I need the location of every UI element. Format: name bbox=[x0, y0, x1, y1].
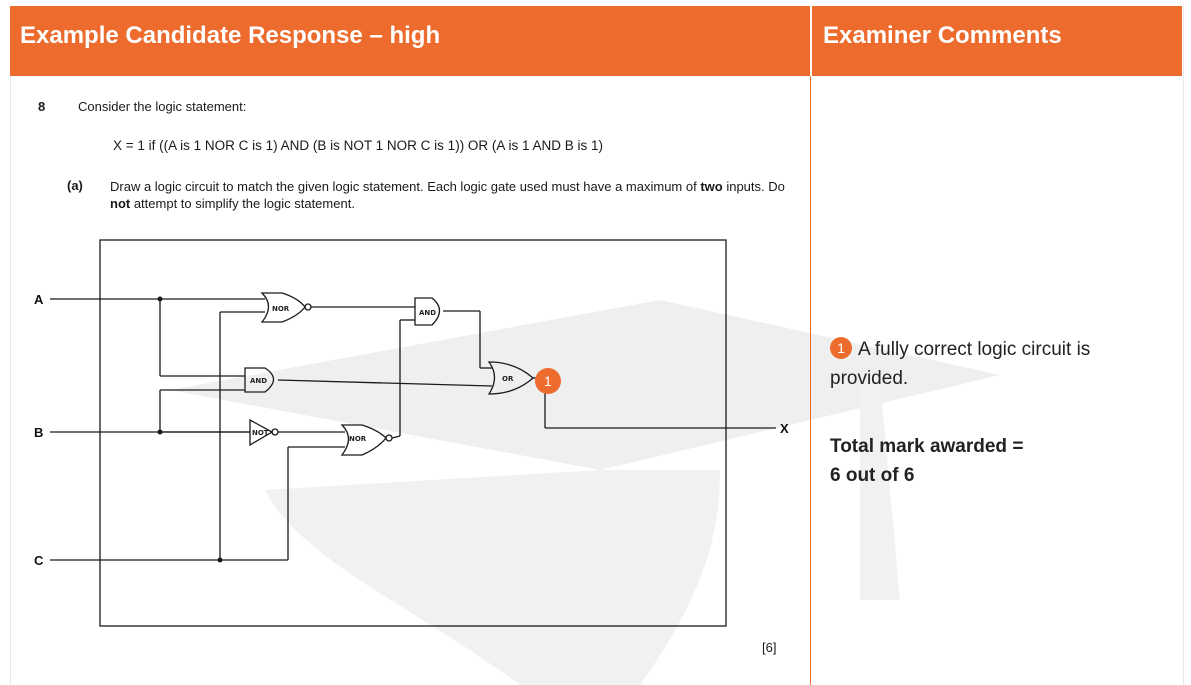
page-frame bbox=[10, 6, 1184, 685]
part-text-bold-1: two bbox=[700, 179, 723, 194]
part-text-1: Draw a logic circuit to match the given … bbox=[110, 179, 701, 194]
input-label-c: C bbox=[34, 553, 44, 568]
annotation-marker-number: 1 bbox=[544, 373, 552, 389]
part-text-2: inputs. Do bbox=[722, 179, 785, 194]
column-divider bbox=[810, 76, 811, 685]
header-bar bbox=[10, 6, 1182, 76]
gate-label-and-top: AND bbox=[419, 309, 436, 317]
total-mark-line1: Total mark awarded = bbox=[830, 436, 1024, 457]
output-label-x: X bbox=[780, 421, 789, 436]
gate-nor-top-bubble bbox=[304, 303, 312, 311]
junction-c bbox=[217, 557, 223, 563]
gate-label-not: NOT bbox=[252, 429, 269, 437]
gate-label-nor-top: NOR bbox=[272, 305, 290, 313]
logic-statement: X = 1 if ((A is 1 NOR C is 1) AND (B is … bbox=[113, 138, 603, 153]
gate-label-or: OR bbox=[502, 375, 514, 383]
annotation-marker bbox=[535, 368, 561, 394]
question-prompt: Consider the logic statement: bbox=[78, 99, 247, 114]
gate-not bbox=[249, 418, 274, 447]
gate-label-nor-bottom: NOR bbox=[349, 435, 367, 443]
gate-nor-top bbox=[260, 292, 306, 323]
part-text-bold-2: not bbox=[110, 196, 131, 211]
answer-box bbox=[99, 239, 727, 627]
gate-nor-bottom-bubble bbox=[385, 434, 393, 442]
gate-and-top bbox=[414, 297, 441, 326]
junction-a bbox=[157, 296, 163, 302]
total-mark-line2: 6 out of 6 bbox=[830, 465, 915, 486]
input-label-a: A bbox=[34, 292, 44, 307]
header-right-title: Examiner Comments bbox=[823, 22, 1062, 49]
junction-b bbox=[157, 429, 163, 435]
gate-or bbox=[487, 361, 534, 395]
gate-nor-bottom bbox=[340, 424, 387, 456]
part-label: (a) bbox=[67, 178, 83, 193]
input-label-b: B bbox=[34, 425, 43, 440]
gate-and-mid bbox=[244, 367, 275, 393]
question-number: 8 bbox=[38, 99, 46, 114]
header-left-title: Example Candidate Response – high bbox=[20, 22, 441, 49]
marks-label: [6] bbox=[762, 640, 777, 655]
wire-and-mid-out bbox=[277, 379, 493, 387]
comment-text: A fully correct logic circuit is provide… bbox=[830, 339, 1091, 389]
wire-nor2-out bbox=[391, 435, 401, 439]
gate-label-and-mid: AND bbox=[250, 377, 267, 385]
header-divider bbox=[810, 6, 812, 76]
part-text-3: attempt to simplify the logic statement. bbox=[130, 196, 355, 211]
comment-badge: 1 bbox=[830, 337, 852, 359]
part-text: Draw a logic circuit to match the given … bbox=[110, 178, 800, 212]
total-mark: Total mark awarded = 6 out of 6 bbox=[830, 432, 1160, 490]
